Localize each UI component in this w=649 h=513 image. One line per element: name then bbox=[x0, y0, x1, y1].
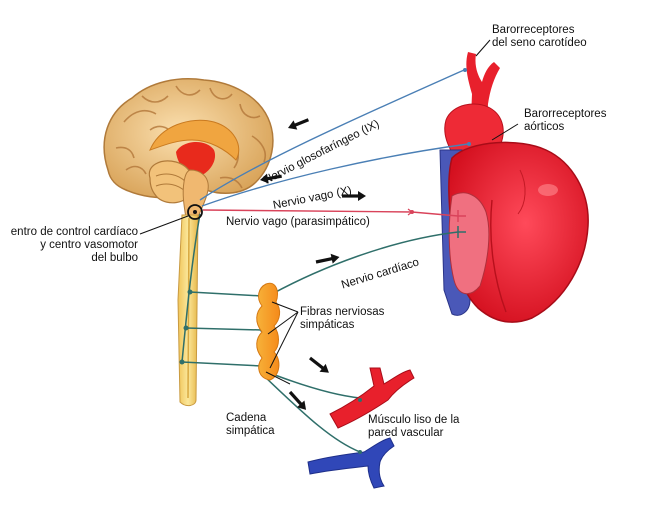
carotid-label: Barorreceptores del seno carotídeo bbox=[492, 24, 587, 50]
control-center-line2: y centro vasomotor bbox=[40, 239, 138, 251]
corpus-callosum bbox=[149, 119, 240, 161]
artery-vessel bbox=[329, 367, 415, 429]
carotid-label-line2: del seno carotídeo bbox=[492, 37, 587, 49]
carotid-leader bbox=[475, 39, 491, 57]
spinal-cord-center bbox=[187, 217, 190, 399]
arrow-icon bbox=[309, 356, 329, 373]
carotid-label-line1: Barorreceptores bbox=[492, 24, 575, 36]
vein-vessel bbox=[307, 437, 395, 489]
sympathetic-fibers-label: Fibras nerviosas simpáticas bbox=[300, 306, 384, 332]
control-center-label: entro de control cardíaco y centro vasom… bbox=[0, 226, 138, 265]
descending-cord-nerve bbox=[181, 213, 201, 363]
vagus-nerve bbox=[201, 143, 469, 207]
aortic-leader bbox=[491, 123, 519, 141]
brain-gyri bbox=[115, 85, 267, 189]
vagus-efferent bbox=[202, 208, 466, 222]
aortic-label: Barorreceptores aórticos bbox=[524, 108, 606, 134]
sympathetic-chain bbox=[256, 282, 281, 381]
arrow-icon bbox=[288, 390, 307, 410]
brain bbox=[103, 78, 274, 219]
arrow-icon bbox=[288, 118, 309, 130]
receptor-terminals bbox=[463, 68, 471, 146]
cardiac-nerve-path bbox=[271, 231, 459, 295]
control-center-leader bbox=[139, 215, 189, 235]
arrow-icon bbox=[342, 191, 366, 201]
sympathetic-fibers-line2: simpáticas bbox=[300, 319, 355, 331]
sympathetic-chain-line1: Cadena bbox=[226, 412, 267, 424]
smooth-muscle-line2: pared vascular bbox=[368, 427, 444, 439]
heart-groove bbox=[490, 199, 507, 313]
arrow-icon bbox=[315, 253, 340, 264]
control-center-line1: entro de control cardíaco bbox=[10, 226, 138, 238]
afferent-nerves bbox=[199, 69, 469, 207]
sympathetic-nerves bbox=[181, 213, 466, 453]
aortic-label-line1: Barorreceptores bbox=[524, 108, 607, 120]
control-center-line3: del bulbo bbox=[91, 252, 138, 264]
vagus-parasympathetic-label: Nervio vago (parasimpático) bbox=[226, 216, 370, 228]
sympathetic-chain-label: Cadena simpática bbox=[226, 412, 275, 438]
heart bbox=[439, 52, 589, 323]
smooth-muscle-label: Músculo liso de la pared vascular bbox=[368, 414, 459, 440]
sympathetic-chain-line2: simpática bbox=[226, 425, 275, 437]
arrow-icon bbox=[260, 173, 282, 184]
glossopharyngeal-nerve bbox=[199, 69, 465, 201]
smooth-muscle-line1: Músculo liso de la bbox=[368, 414, 460, 426]
control-center-marker bbox=[187, 204, 203, 220]
aortic-label-line2: aórticos bbox=[524, 121, 565, 133]
fibers-leaders bbox=[265, 301, 299, 385]
right-atrium bbox=[448, 192, 490, 295]
sympathetic-fibers-line1: Fibras nerviosas bbox=[300, 306, 385, 318]
